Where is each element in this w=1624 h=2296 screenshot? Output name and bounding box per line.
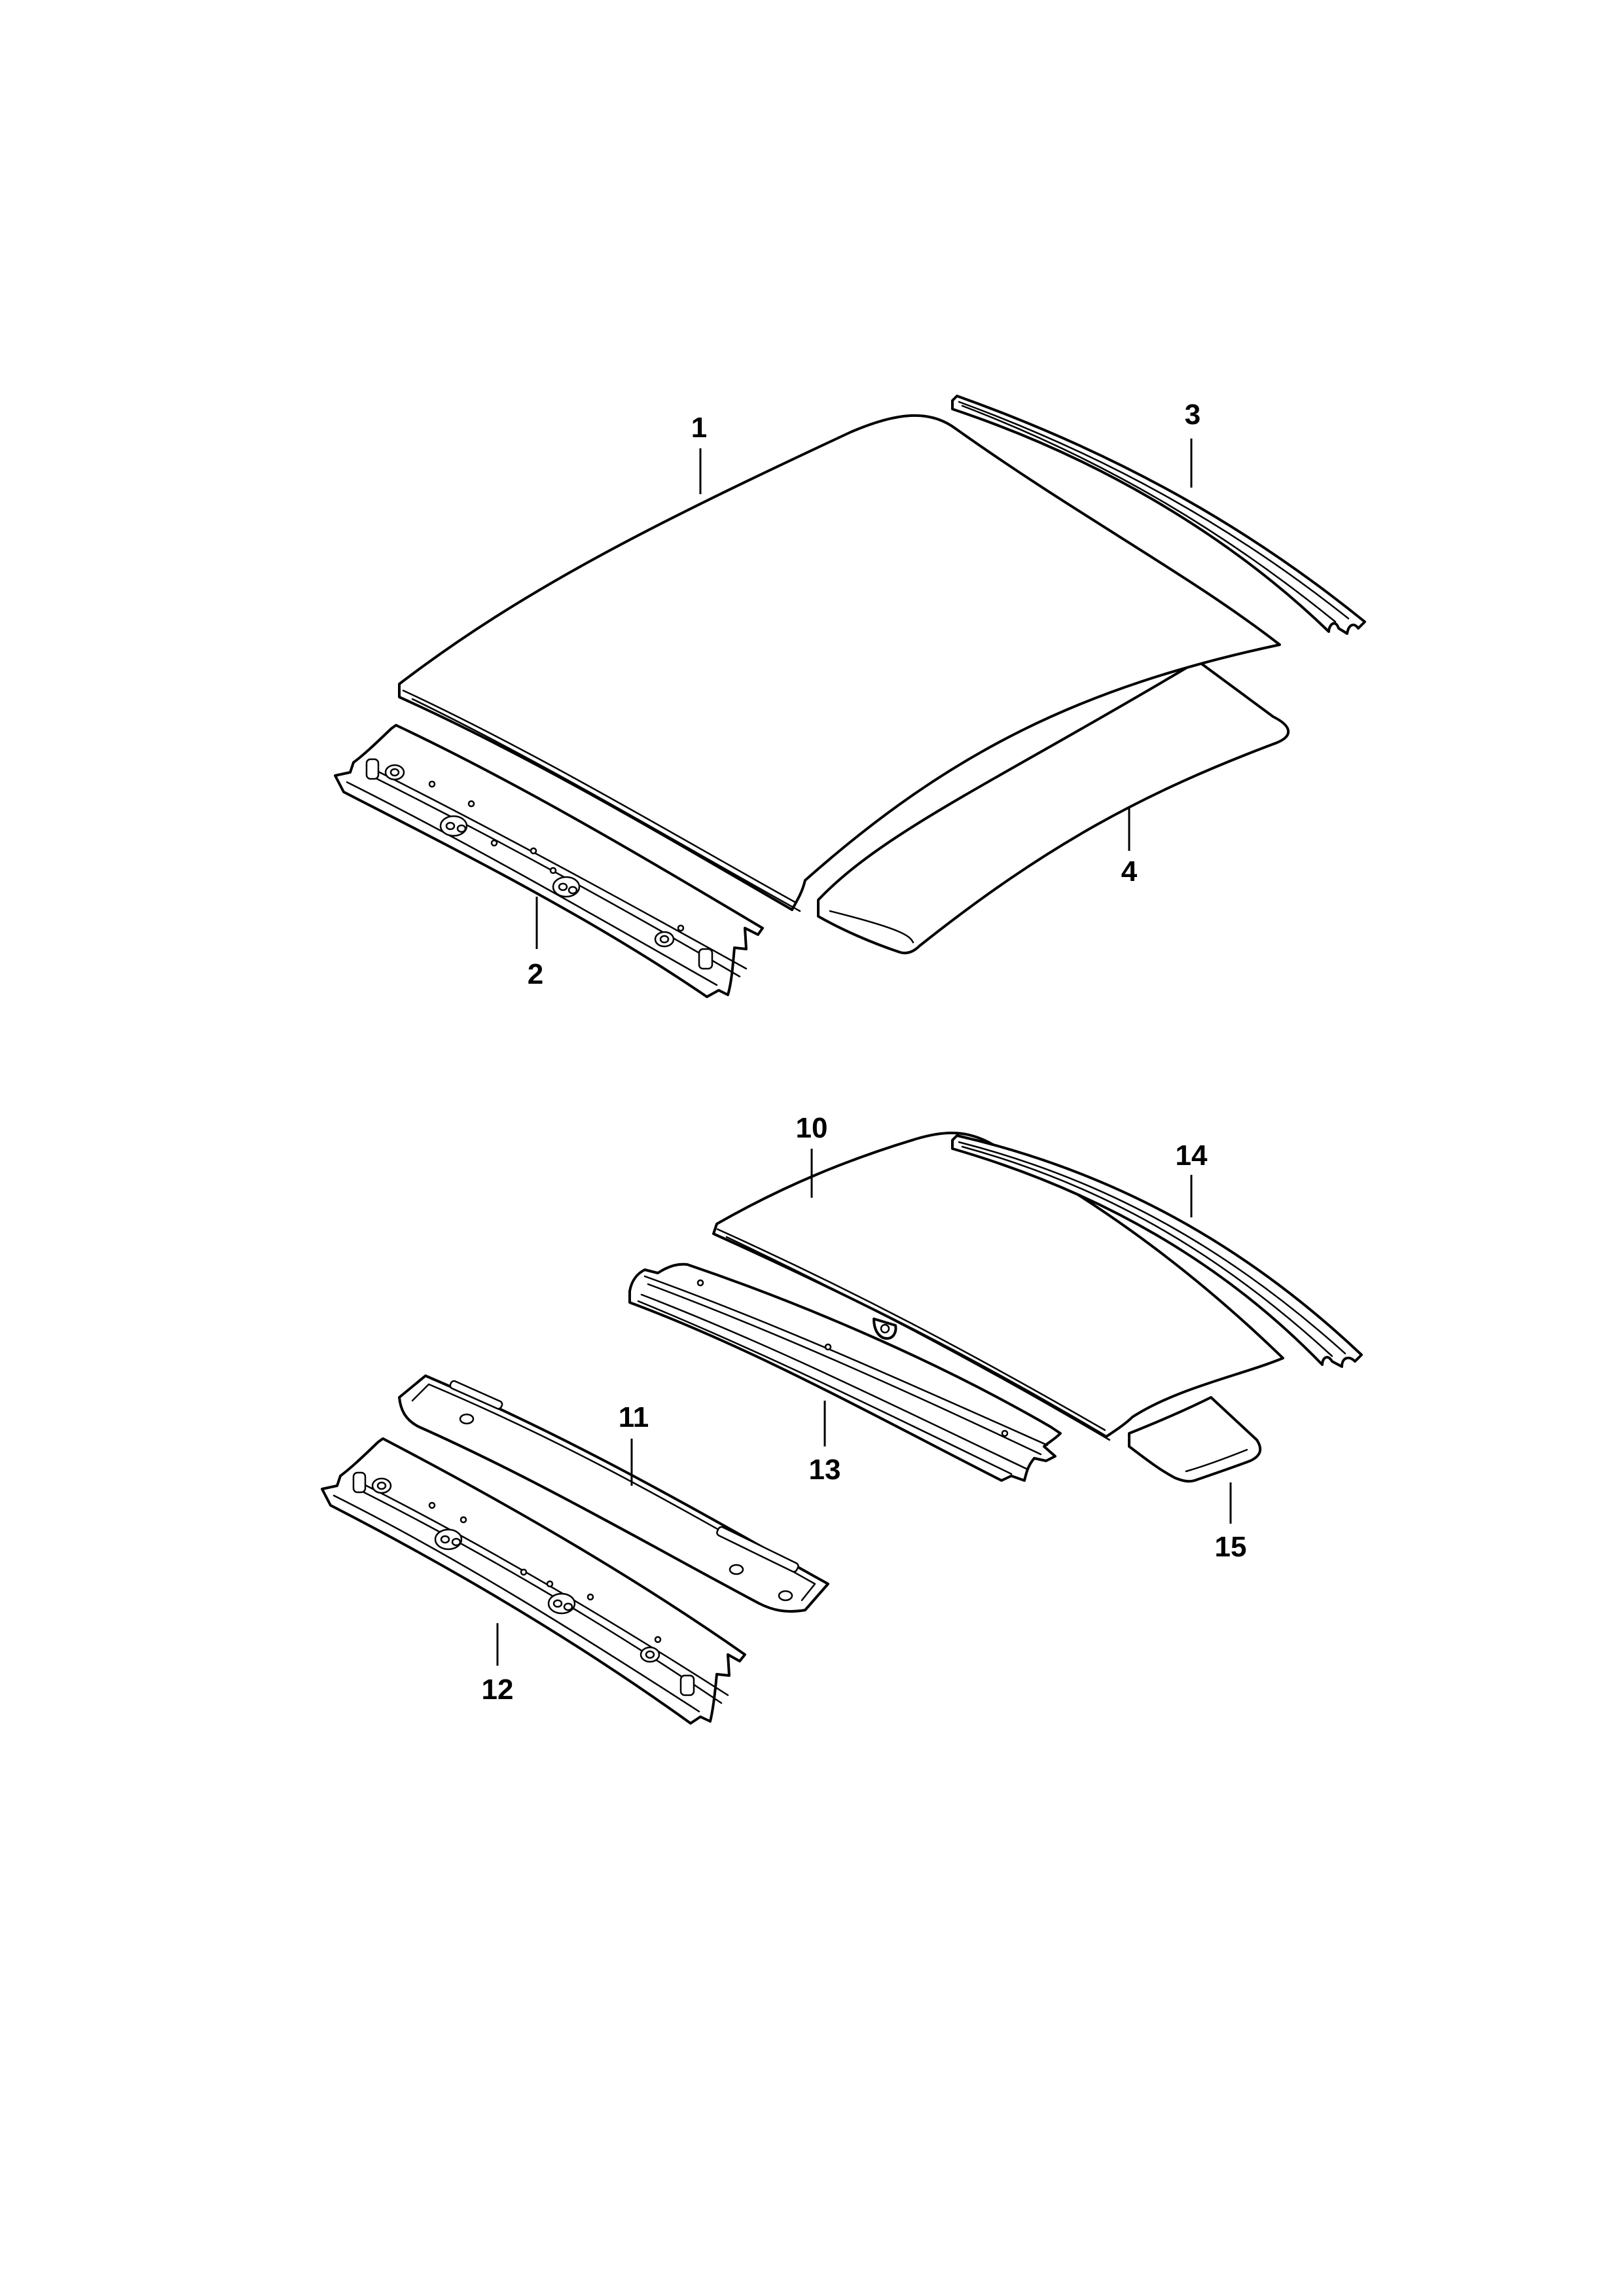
callout-11: 11 xyxy=(619,1401,649,1433)
part-10-roof-panel xyxy=(712,1132,1284,1441)
callout-3: 3 xyxy=(1185,399,1200,431)
callout-12: 12 xyxy=(482,1674,514,1706)
callout-15: 15 xyxy=(1215,1531,1247,1563)
part-13-rear-roof-bow xyxy=(628,1263,1062,1482)
part-12-front-roof-bow xyxy=(321,1437,746,1725)
callout-14: 14 xyxy=(1176,1139,1208,1172)
leader-lines xyxy=(496,439,1232,1666)
callout-1: 1 xyxy=(691,412,707,444)
callout-4: 4 xyxy=(1121,855,1138,888)
part-3-roof-rail xyxy=(951,395,1366,635)
callout-10: 10 xyxy=(796,1112,828,1144)
callout-2: 2 xyxy=(528,958,543,990)
part-4-inner-roof-panel xyxy=(817,660,1290,955)
part-15-inner-roof-panel xyxy=(1128,1396,1262,1483)
part-1-roof-panel xyxy=(398,414,1281,912)
part-11-roof-reinforcement xyxy=(398,1374,829,1613)
part-14-roof-rail xyxy=(951,1134,1363,1368)
callout-13: 13 xyxy=(809,1454,841,1486)
part-2-front-roof-bow xyxy=(334,724,764,998)
callout-labels: 1 2 3 4 10 11 12 13 14 15 xyxy=(482,399,1247,1706)
